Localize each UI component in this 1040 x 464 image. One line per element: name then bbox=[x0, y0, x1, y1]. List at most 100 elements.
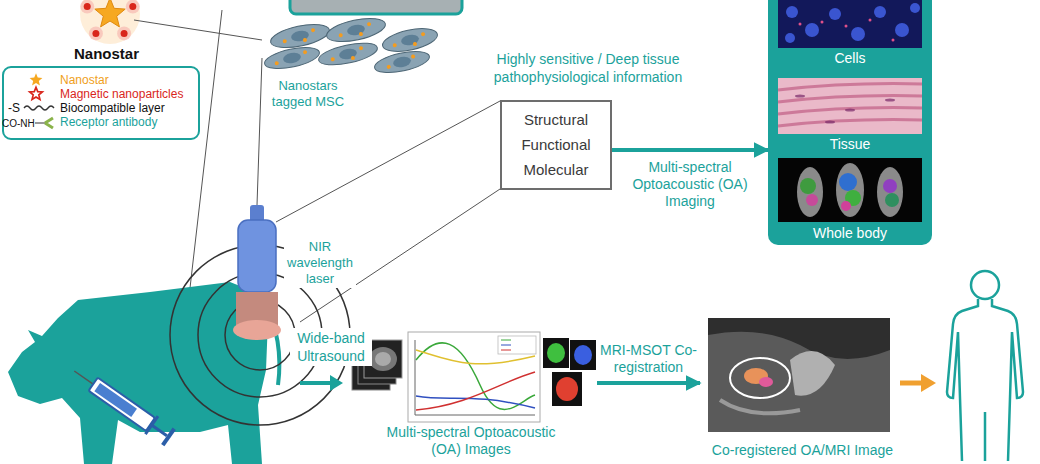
human-outline bbox=[971, 271, 999, 299]
spectrum-plot bbox=[498, 336, 536, 354]
info-type: Structural bbox=[524, 111, 588, 129]
stem-cells bbox=[317, 39, 379, 69]
nanostar-icon bbox=[92, 30, 99, 37]
imaging-panel-art bbox=[786, 6, 798, 18]
legend-frame bbox=[3, 67, 199, 139]
imaging-panel-art bbox=[778, 78, 922, 134]
legend-samples bbox=[45, 118, 53, 128]
mri-picture bbox=[720, 400, 800, 413]
flow-arrow bbox=[612, 148, 768, 152]
oa-image-stack bbox=[375, 352, 391, 366]
imaging-panel-art bbox=[768, 0, 932, 245]
flow-arrow bbox=[300, 375, 343, 391]
stem-cells bbox=[303, 38, 308, 43]
imaging-panel-art bbox=[795, 95, 895, 124]
info-type: Functional bbox=[521, 136, 590, 154]
legend-samples bbox=[35, 122, 45, 124]
stem-cells bbox=[373, 47, 432, 76]
imaging-panel-art bbox=[799, 19, 895, 42]
stem-cells bbox=[359, 46, 364, 51]
imaging-panel-art bbox=[877, 167, 903, 217]
nanostar-icon bbox=[84, 3, 91, 10]
stem-cells bbox=[381, 24, 440, 55]
spectrum-plot bbox=[408, 332, 540, 422]
stem-cells bbox=[413, 42, 418, 47]
edge-label: Multi-spectral Optoacoustic (OA) Imaging bbox=[620, 159, 760, 210]
imaging-panel-art bbox=[821, 21, 824, 24]
stem-cells bbox=[338, 33, 343, 38]
top-panel bbox=[290, 0, 462, 14]
imaging-panel-art bbox=[883, 179, 897, 193]
panel-caption: Tissue bbox=[772, 136, 928, 153]
stem-cells bbox=[317, 39, 379, 69]
imaging-panel-art bbox=[795, 95, 805, 98]
flow-arrow bbox=[300, 381, 332, 385]
imaging-panel-art bbox=[895, 23, 909, 37]
stem-cells bbox=[351, 56, 356, 61]
syringe bbox=[89, 378, 156, 431]
nanostar-icon bbox=[129, 3, 136, 10]
spectrum-plot bbox=[415, 340, 416, 415]
stem-cells bbox=[392, 55, 412, 69]
stem-cells bbox=[381, 24, 440, 55]
spectrum-plot bbox=[416, 396, 535, 408]
stem-cells bbox=[367, 22, 372, 27]
ultrasound-label: Wide-band Ultrasound bbox=[290, 328, 372, 366]
imaging-panel-art bbox=[841, 201, 851, 211]
stem-cells bbox=[263, 43, 322, 72]
stem-cells bbox=[386, 64, 391, 69]
imaging-panel-art bbox=[845, 109, 855, 112]
panel-caption: Cells bbox=[772, 50, 928, 67]
stem-cells bbox=[311, 28, 316, 33]
unmixed-images bbox=[574, 345, 592, 365]
laser-probe bbox=[233, 320, 281, 340]
mri-picture bbox=[790, 351, 835, 396]
imaging-panel-art bbox=[874, 6, 886, 18]
human-outline bbox=[947, 299, 978, 461]
imaging-panel-art bbox=[910, 3, 920, 13]
edge-label: MRI-MSOT Co-registration bbox=[599, 342, 699, 376]
imaging-panel-art bbox=[869, 19, 872, 22]
flow-arrow bbox=[597, 381, 700, 385]
flow-arrow bbox=[330, 375, 343, 391]
mri-picture bbox=[759, 377, 773, 387]
unmixed-images bbox=[570, 340, 596, 370]
nanostar-icon bbox=[89, 26, 103, 40]
stem-cells bbox=[282, 51, 302, 65]
unmixed-images bbox=[543, 338, 596, 406]
cell-label: Nanostars tagged MSC bbox=[266, 78, 350, 110]
imaging-panel-art bbox=[778, 84, 922, 126]
syringe bbox=[94, 383, 137, 417]
stem-cells bbox=[290, 29, 310, 43]
image-caption: Multi-spectral Optoacoustic (OA) Images bbox=[371, 424, 571, 458]
leader-lines bbox=[134, 10, 500, 322]
imaging-panel-art bbox=[892, 39, 895, 42]
spectrum-plot bbox=[408, 332, 540, 422]
nanostar-icon bbox=[80, 0, 140, 44]
imaging-panel-art bbox=[851, 27, 865, 41]
mri-picture bbox=[708, 318, 890, 432]
leader-lines bbox=[276, 101, 500, 222]
imaging-panel-art bbox=[885, 193, 899, 207]
oa-image-stack bbox=[369, 347, 397, 371]
imaging-panel-art bbox=[778, 0, 922, 48]
cow-silhouette bbox=[8, 282, 279, 464]
nanostar-icon bbox=[121, 30, 128, 37]
legend-text: Biocompatible layer bbox=[60, 101, 165, 115]
stem-cells bbox=[346, 23, 366, 37]
spectrum-plot bbox=[501, 350, 511, 351]
leader-lines bbox=[190, 10, 222, 288]
legend-symbol: -S bbox=[8, 101, 24, 116]
imaging-panel-art bbox=[778, 158, 922, 222]
human-outline bbox=[947, 271, 1023, 461]
stem-cells bbox=[338, 47, 358, 61]
imaging-panel-art bbox=[829, 8, 841, 20]
imaging-panel-art bbox=[885, 99, 895, 102]
human-outline bbox=[984, 412, 987, 461]
syringe bbox=[74, 371, 93, 384]
human-outline bbox=[992, 299, 1023, 461]
nanostar-icon bbox=[80, 0, 140, 44]
legend-text: Receptor antibody bbox=[60, 115, 157, 129]
spectrum-plot bbox=[415, 415, 535, 416]
legend-samples bbox=[30, 87, 43, 99]
